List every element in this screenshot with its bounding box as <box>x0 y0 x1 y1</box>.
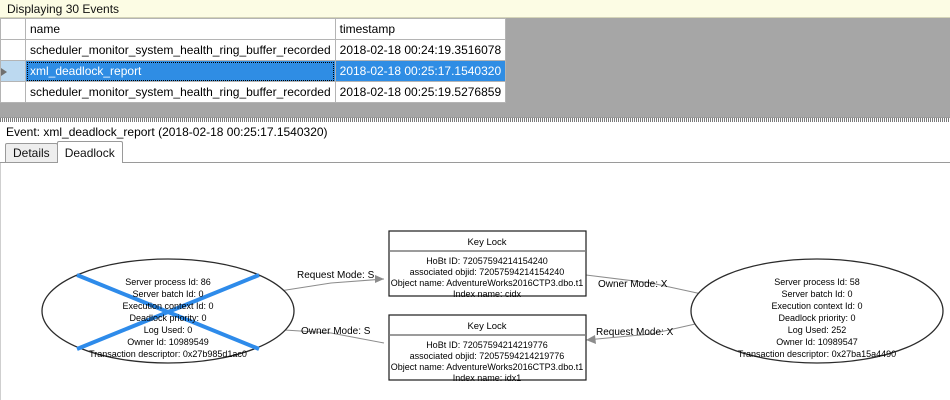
keylock-top-line-1: associated objid: 72057594214154240 <box>410 267 565 277</box>
keylock-bottom-line-1: associated objid: 72057594214219776 <box>410 351 565 361</box>
column-header-timestamp[interactable]: timestamp <box>334 18 507 40</box>
process-victim-line-4: Log Used: 0 <box>144 325 193 335</box>
edge-label-request-top: Request Mode: S <box>297 270 375 281</box>
edge-top-owner-survivor[interactable]: Owner Mode: X <box>585 274 712 298</box>
table-header-row: name timestamp <box>0 18 507 40</box>
events-count-text: Displaying 30 Events <box>7 1 120 16</box>
tab-details[interactable]: Details <box>5 143 58 162</box>
process-victim-line-3: Deadlock priority: 0 <box>129 313 206 323</box>
cell-name[interactable]: scheduler_monitor_system_health_ring_buf… <box>25 81 336 103</box>
cell-timestamp[interactable]: 2018-02-18 00:25:19.5276859 <box>334 81 507 103</box>
edge-victim-request-top[interactable]: Request Mode: S <box>266 270 385 294</box>
keylock-top-line-3: Index name: cidx <box>453 289 522 299</box>
horizontal-splitter[interactable] <box>0 117 950 122</box>
process-victim-line-1: Server batch Id: 0 <box>132 289 203 299</box>
process-victim-line-0: Server process Id: 86 <box>125 277 211 287</box>
tab-deadlock[interactable]: Deadlock <box>56 141 123 163</box>
keylock-top-title: Key Lock <box>467 237 506 248</box>
deadlock-victim-cross-icon <box>76 273 260 351</box>
cell-timestamp[interactable]: 2018-02-18 00:24:19.3516078 <box>334 39 507 61</box>
process-survivor-line-3: Deadlock priority: 0 <box>778 313 855 323</box>
keylock-top-line-0: HoBt ID: 72057594214154240 <box>426 256 548 266</box>
event-detail-header: Event: xml_deadlock_report (2018-02-18 0… <box>0 122 950 141</box>
process-survivor-line-6: Transaction descriptor: 0x27ba15a4490 <box>738 349 896 359</box>
events-grid-region[interactable]: name timestamp scheduler_monitor_system_… <box>0 18 950 117</box>
process-victim-line-5: Owner Id: 10989549 <box>127 337 209 347</box>
column-header-name[interactable]: name <box>25 18 336 40</box>
table-row[interactable]: scheduler_monitor_system_health_ring_buf… <box>0 39 507 61</box>
row-selector-cell[interactable] <box>0 60 26 82</box>
event-detail-title: Event: xml_deadlock_report (2018-02-18 0… <box>6 124 328 139</box>
keylock-top-line-2: Object name: AdventureWorks2016CTP3.dbo.… <box>391 278 583 288</box>
table-row-selected[interactable]: xml_deadlock_report 2018-02-18 00:25:17.… <box>0 60 507 82</box>
keylock-bottom-frame[interactable] <box>388 314 587 381</box>
process-node-victim[interactable]: Server process Id: 86 Server batch Id: 0… <box>41 258 295 364</box>
deadlock-graph-svg[interactable]: Request Mode: S Owner Mode: X Owner Mode… <box>1 163 950 400</box>
edge-label-owner-top: Owner Mode: X <box>598 279 668 290</box>
process-survivor-line-0: Server process Id: 58 <box>774 277 860 287</box>
cell-name[interactable]: xml_deadlock_report <box>25 60 336 82</box>
process-survivor-line-2: Execution context Id: 0 <box>771 301 862 311</box>
edge-label-request-bottom: Request Mode: X <box>596 327 674 338</box>
process-survivor-line-4: Log Used: 252 <box>788 325 847 335</box>
keylock-bottom-title: Key Lock <box>467 321 506 332</box>
table-row[interactable]: scheduler_monitor_system_health_ring_buf… <box>0 81 507 103</box>
row-arrow-icon <box>1 67 7 76</box>
cell-name[interactable]: scheduler_monitor_system_health_ring_buf… <box>25 39 336 61</box>
process-node-survivor[interactable]: Server process Id: 58 Server batch Id: 0… <box>690 258 944 364</box>
keylock-bottom-line-0: HoBt ID: 72057594214219776 <box>426 340 548 350</box>
process-victim-line-2: Execution context Id: 0 <box>122 301 213 311</box>
edge-label-owner-bottom: Owner Mode: S <box>301 326 371 337</box>
process-survivor-line-1: Server batch Id: 0 <box>781 289 852 299</box>
row-selector-cell[interactable] <box>0 81 26 103</box>
keylock-top-frame[interactable] <box>388 230 587 297</box>
process-victim-line-6: Transaction descriptor: 0x27b985d1ac0 <box>89 349 247 359</box>
row-selector-cell[interactable] <box>0 39 26 61</box>
resource-node-keylock-bottom[interactable]: Key Lock HoBt ID: 72057594214219776 asso… <box>388 314 587 383</box>
events-count-banner: Displaying 30 Events <box>0 0 950 18</box>
keylock-bottom-line-3: Index name: idx1 <box>453 373 522 383</box>
deadlock-graph-pane[interactable]: Request Mode: S Owner Mode: X Owner Mode… <box>0 163 950 400</box>
column-header-selector[interactable] <box>0 18 26 40</box>
events-grid[interactable]: name timestamp scheduler_monitor_system_… <box>0 18 507 103</box>
detail-tabstrip[interactable]: Details Deadlock <box>0 141 950 163</box>
keylock-bottom-line-2: Object name: AdventureWorks2016CTP3.dbo.… <box>391 362 583 372</box>
resource-node-keylock-top[interactable]: Key Lock HoBt ID: 72057594214154240 asso… <box>388 230 587 299</box>
process-node-survivor-shape[interactable] <box>690 258 944 364</box>
process-survivor-line-5: Owner Id: 10989547 <box>776 337 858 347</box>
cell-timestamp[interactable]: 2018-02-18 00:25:17.1540320 <box>334 60 507 82</box>
edge-survivor-request-bottom[interactable]: Request Mode: X <box>585 319 714 344</box>
